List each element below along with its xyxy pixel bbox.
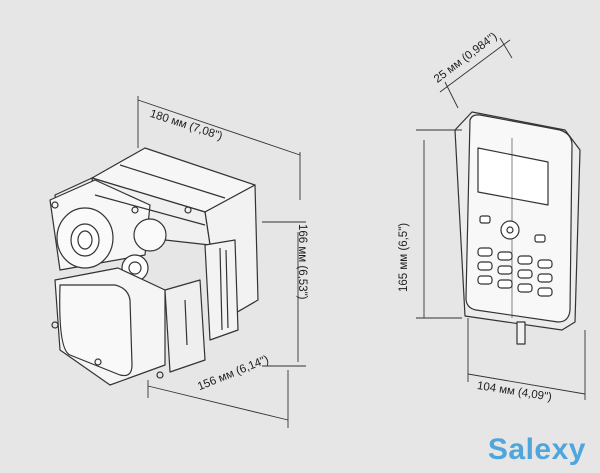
panel-dimension-lines bbox=[416, 37, 586, 400]
dimension-height-right: 166 мм (6,53") bbox=[296, 224, 308, 300]
printer-dimension-lines bbox=[137, 96, 306, 428]
printer-device bbox=[49, 147, 259, 386]
dimension-panel-height: 165 мм (6,5") bbox=[398, 222, 410, 292]
brand-watermark: Salexy bbox=[487, 433, 586, 466]
control-panel bbox=[454, 111, 581, 345]
